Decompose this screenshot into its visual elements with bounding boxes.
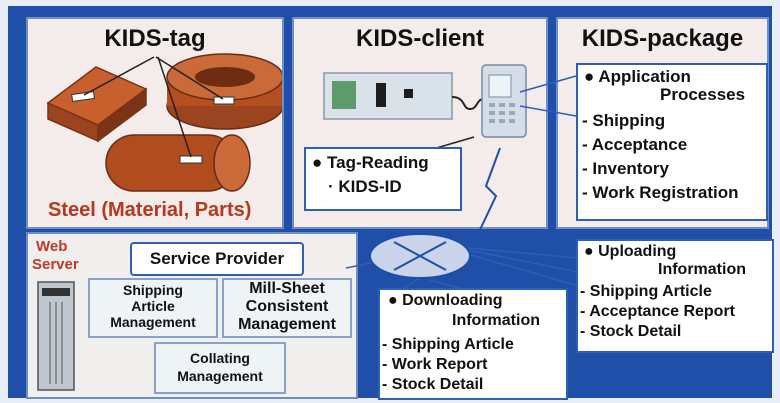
service-provider-label: Service Provider xyxy=(149,249,285,268)
package-item: - Acceptance xyxy=(582,135,688,154)
shipping-article-management-box: Shipping Article Management xyxy=(88,278,218,338)
web-server-label-line2: Server xyxy=(32,256,79,273)
kids-client-title: KIDS-client xyxy=(355,25,484,52)
tag-reading-line: ● Tag-Reading xyxy=(312,153,429,172)
uploading-heading: ● Uploading xyxy=(584,243,677,260)
kids-client-panel: KIDS-client ● Tag-Reading · KIDS-ID xyxy=(292,17,548,229)
shipping-mgmt-line1: Shipping xyxy=(123,282,183,298)
package-item-label: Shipping xyxy=(592,111,666,130)
millsheet-line1: Mill-Sheet xyxy=(249,280,325,297)
downloading-item: - Stock Detail xyxy=(382,376,484,393)
downloading-item: - Shipping Article xyxy=(382,336,514,353)
reader-device-illustration xyxy=(323,64,527,172)
package-item-label: Work Registration xyxy=(592,183,739,202)
downloading-item: - Work Report xyxy=(382,356,488,373)
downloading-item-label: Shipping Article xyxy=(391,336,514,353)
package-item: - Work Registration xyxy=(582,183,739,202)
millsheet-line2: Consistent xyxy=(245,298,329,315)
kids-id-line: · KIDS-ID xyxy=(328,177,402,196)
app-processes-heading: ● Application xyxy=(584,67,691,86)
kids-package-title: KIDS-package xyxy=(581,25,744,52)
uploading-item: - Acceptance Report xyxy=(580,303,736,320)
millsheet-line3: Management xyxy=(238,316,336,333)
steel-caption: Steel (Material, Parts) xyxy=(48,199,252,221)
downloading-information-box: ● Downloading Information - Shipping Art… xyxy=(378,288,568,400)
package-item: - Shipping xyxy=(582,111,666,130)
uploading-item-label: Acceptance Report xyxy=(589,303,736,320)
kids-tag-title: KIDS-tag xyxy=(104,25,206,52)
web-server-label-line1: Web xyxy=(36,238,68,255)
tag-reading-label: Tag-Reading xyxy=(327,153,429,172)
package-item-label: Acceptance xyxy=(591,135,688,154)
collating-management-box: Collating Management xyxy=(154,342,286,394)
collating-line2: Management xyxy=(177,368,263,384)
downloading-item-label: Work Report xyxy=(391,356,488,373)
package-item: - Inventory xyxy=(582,159,669,178)
package-item-label: Inventory xyxy=(592,159,669,178)
kids-tag-panel: KIDS-tag Steel (Material, Parts) xyxy=(26,17,284,229)
collating-line1: Collating xyxy=(190,350,250,366)
web-server-panel: Web Server Service Provider Shipping Art… xyxy=(26,232,358,399)
kids-package-panel: KIDS-package ● Application Processes - S… xyxy=(556,17,769,229)
uploading-item: - Stock Detail xyxy=(580,323,682,340)
uploading-heading-line2: Information xyxy=(658,261,746,278)
uploading-item-label: Stock Detail xyxy=(589,323,682,340)
downloading-item-label: Stock Detail xyxy=(391,376,484,393)
steel-parts-illustration xyxy=(46,53,282,192)
downloading-heading: ● Downloading xyxy=(388,292,503,309)
uploading-item-label: Shipping Article xyxy=(589,283,712,300)
kids-id-label: KIDS-ID xyxy=(338,177,402,196)
downloading-heading-line1: Downloading xyxy=(402,292,503,309)
shipping-mgmt-line3: Management xyxy=(110,314,196,330)
server-rack-illustration xyxy=(37,281,75,391)
downloading-heading-line2: Information xyxy=(452,312,540,329)
mill-sheet-management-box: Mill-Sheet Consistent Management xyxy=(222,278,352,338)
application-processes-box: ● Application Processes - Shipping - Acc… xyxy=(576,63,768,221)
app-processes-heading-line2: Processes xyxy=(660,85,746,104)
uploading-information-box: ● Uploading Information - Shipping Artic… xyxy=(576,239,774,353)
uploading-item: - Shipping Article xyxy=(580,283,712,300)
uploading-heading-line1: Uploading xyxy=(598,243,677,260)
tag-reading-box: ● Tag-Reading · KIDS-ID xyxy=(304,147,462,211)
service-provider-box: Service Provider xyxy=(130,242,304,276)
app-processes-heading-line1: Application xyxy=(598,67,691,86)
shipping-mgmt-line2: Article xyxy=(131,298,175,314)
